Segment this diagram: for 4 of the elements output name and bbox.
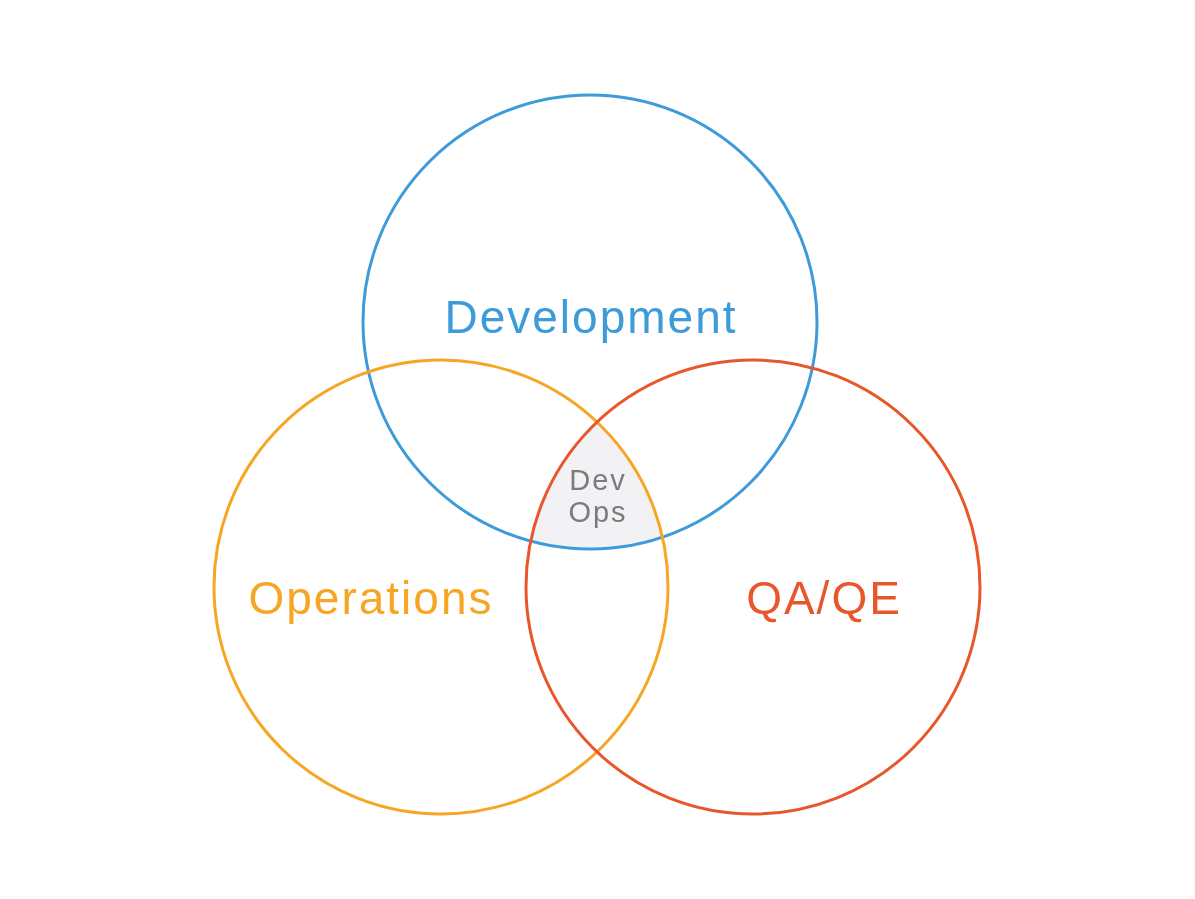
intersection-label: Dev Ops [567,465,629,529]
set-label: QA/QE [746,572,902,624]
set-label: Operations [248,572,494,624]
set-label: Development [444,291,738,343]
